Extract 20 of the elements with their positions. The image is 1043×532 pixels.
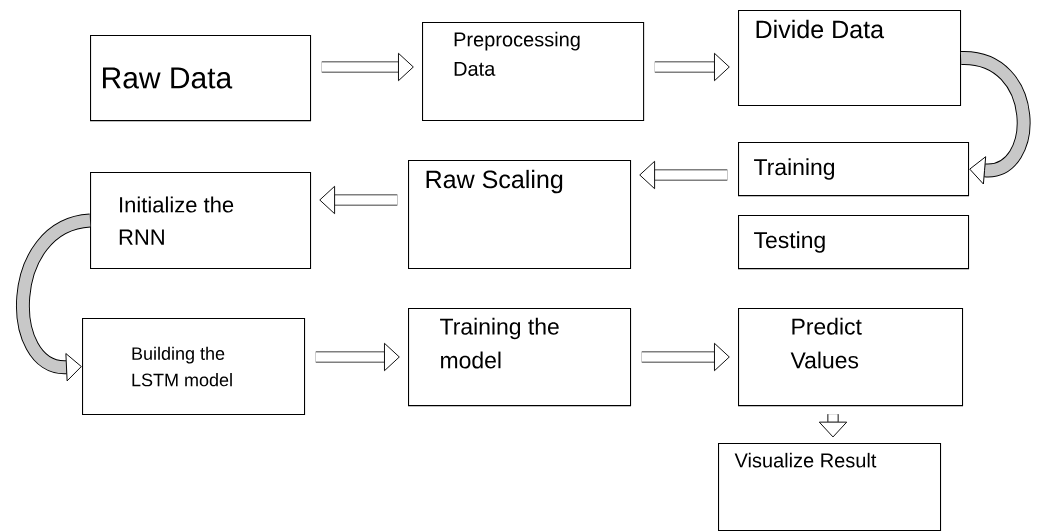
curved-arrow: [960, 51, 1031, 185]
process-box: Raw Data: [90, 35, 312, 122]
process-box: Raw Scaling: [408, 160, 632, 270]
block-arrow: [319, 185, 398, 215]
block-arrow: [641, 342, 730, 372]
process-box: Initialize the RNN: [90, 172, 312, 270]
block-arrow: [654, 52, 730, 82]
process-box: Visualize Result: [718, 443, 942, 531]
block-arrow: [315, 342, 400, 372]
curved-arrow: [16, 213, 92, 382]
process-box: Training: [738, 142, 970, 197]
process-box: Training the model: [408, 308, 632, 407]
block-arrow: [818, 414, 848, 438]
process-box: Divide Data: [738, 10, 962, 106]
process-box: Testing: [738, 215, 970, 270]
process-box: Preprocessing Data: [422, 22, 645, 122]
process-box: Building the LSTM model: [82, 318, 306, 416]
block-arrow: [321, 52, 414, 82]
process-box: Predict Values: [738, 308, 964, 407]
block-arrow: [639, 160, 728, 190]
